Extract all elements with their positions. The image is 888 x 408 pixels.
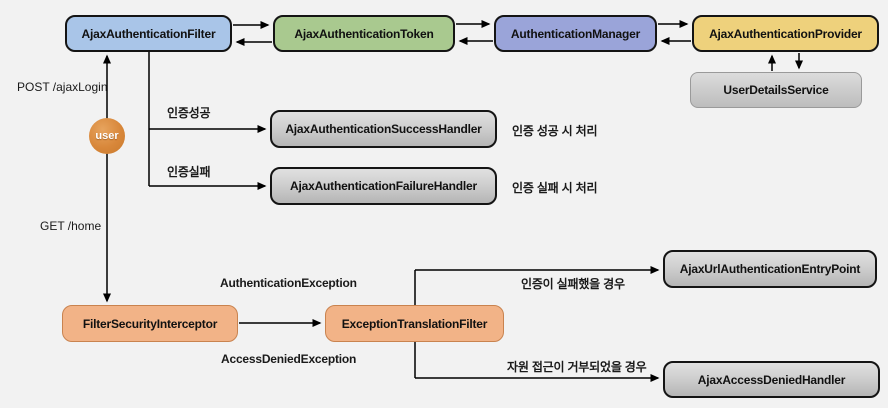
node-label: AjaxAuthenticationFilter	[81, 26, 216, 41]
node-ajax-authentication-provider: AjaxAuthenticationProvider	[692, 15, 879, 52]
node-label: AjaxAuthenticationSuccessHandler	[285, 122, 482, 136]
label-access-denied-exception: AccessDeniedException	[221, 352, 357, 366]
node-ajax-access-denied-handler: AjaxAccessDeniedHandler	[663, 361, 880, 398]
node-ajax-url-authentication-entry-point: AjaxUrlAuthenticationEntryPoint	[663, 250, 877, 288]
node-ajax-authentication-failure-handler: AjaxAuthenticationFailureHandler	[270, 167, 497, 205]
label-access-denied-case: 자원 접근이 거부되었을 경우	[507, 360, 647, 374]
node-authentication-manager: AuthenticationManager	[494, 15, 657, 52]
node-user-details-service: UserDetailsService	[690, 72, 862, 108]
node-label: AjaxUrlAuthenticationEntryPoint	[679, 262, 861, 276]
label-auth-failed-case: 인증이 실패했을 경우	[521, 277, 625, 291]
node-label: AjaxAuthenticationProvider	[709, 26, 862, 41]
label-post-ajaxlogin: POST /ajaxLogin	[17, 80, 108, 94]
node-label: ExceptionTranslationFilter	[341, 316, 488, 331]
node-ajax-authentication-success-handler: AjaxAuthenticationSuccessHandler	[270, 110, 497, 148]
label-authentication-exception: AuthenticationException	[220, 276, 357, 290]
node-label: AjaxAuthenticationFailureHandler	[290, 179, 477, 193]
label-auth-success: 인증성공	[167, 106, 211, 120]
node-ajax-authentication-filter: AjaxAuthenticationFilter	[65, 15, 232, 52]
node-label: AjaxAccessDeniedHandler	[697, 372, 846, 387]
label-success-note: 인증 성공 시 처리	[512, 124, 598, 138]
node-exception-translation-filter: ExceptionTranslationFilter	[325, 305, 504, 342]
user-actor-label: user	[95, 130, 119, 142]
node-label: UserDetailsService	[723, 83, 829, 97]
label-get-home: GET /home	[40, 219, 102, 233]
user-actor: user	[89, 118, 125, 154]
node-label: AjaxAuthenticationToken	[294, 26, 434, 41]
node-filter-security-interceptor: FilterSecurityInterceptor	[62, 305, 238, 342]
node-ajax-authentication-token: AjaxAuthenticationToken	[273, 15, 455, 52]
node-label: AuthenticationManager	[510, 26, 641, 41]
label-failure-note: 인증 실패 시 처리	[512, 181, 598, 195]
label-auth-failure: 인증실패	[167, 165, 211, 179]
node-label: FilterSecurityInterceptor	[82, 316, 218, 331]
